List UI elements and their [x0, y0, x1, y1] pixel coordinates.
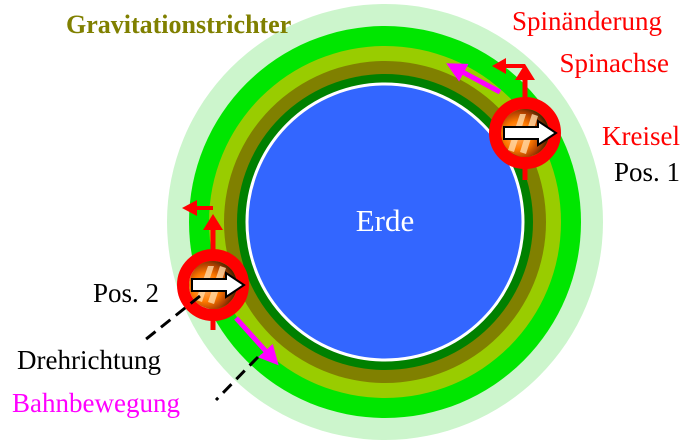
rotation-axis-arrow-pos1 — [503, 119, 558, 147]
gyroscope-pos1 — [489, 58, 561, 180]
gyroscope-stripes-pos2 — [196, 266, 226, 304]
gyroscope-label: Kreisel — [602, 121, 680, 151]
orbit-arrow-pos1 — [446, 63, 502, 95]
earth — [245, 82, 525, 362]
rotation-direction-leader — [144, 294, 201, 342]
orbital-motion-leader — [214, 355, 260, 402]
orbit-arrow-pos2 — [234, 316, 279, 366]
spin-change-arrowhead-pos2 — [182, 200, 197, 216]
orbital-motion-label: Bahnbewegung — [12, 388, 180, 418]
funnel-title: Gravitationstrichter — [66, 10, 291, 39]
position-2-label: Pos. 2 — [93, 278, 159, 308]
spin-change-label: Spinänderung — [512, 6, 662, 36]
rotation-direction-label: Drehrichtung — [17, 345, 161, 375]
spin-axis-arrowhead-pos1 — [515, 64, 535, 80]
gyroscope-pos2 — [177, 200, 249, 330]
position-1-label: Pos. 1 — [614, 157, 680, 187]
spin-change-arrowhead-pos1 — [492, 58, 506, 74]
spin-axis-arrowhead-pos2 — [203, 214, 223, 230]
earth-label: Erde — [356, 203, 415, 238]
gyroscope-stripes-pos1 — [508, 114, 538, 154]
spin-axis-label: Spinachse — [560, 48, 669, 78]
rotation-axis-arrow-pos2 — [191, 271, 246, 299]
